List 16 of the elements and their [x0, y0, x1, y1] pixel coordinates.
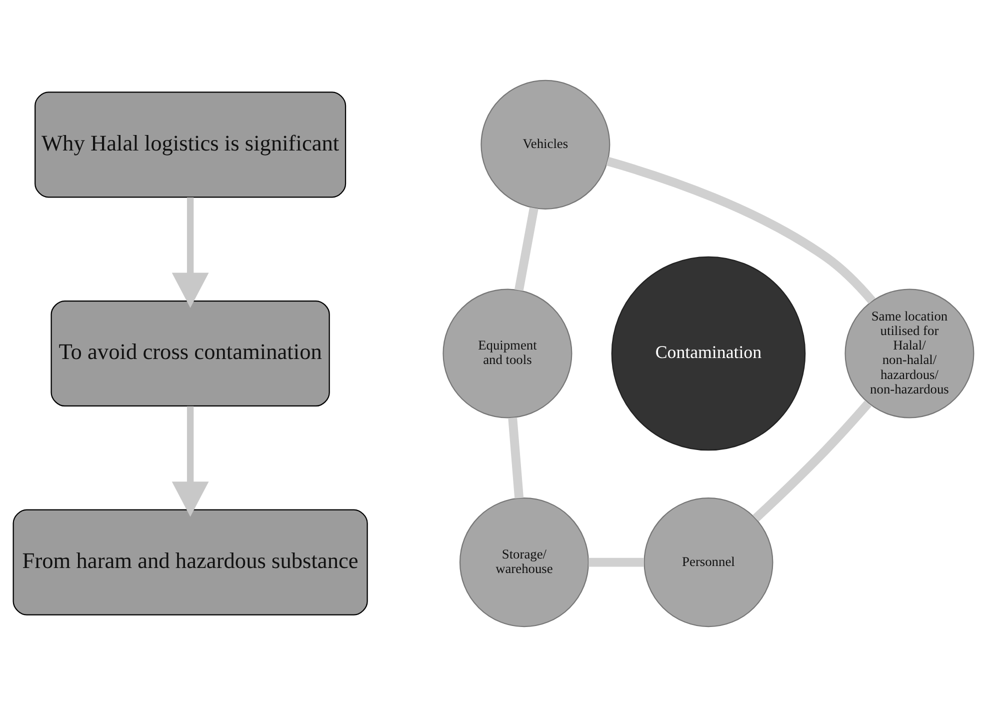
- connector: [752, 400, 872, 522]
- node-circle: Same location utilised for Halal/ non-halal/ hazardous/ non-hazardous: [844, 288, 974, 418]
- node-box: Why Halal logistics is significant: [34, 91, 346, 198]
- connector: [606, 156, 876, 304]
- node-box: To avoid cross contamination: [50, 300, 330, 406]
- arrow: [172, 196, 209, 308]
- node-box: From haram and hazardous substance: [12, 508, 368, 615]
- node-circle: Storage/ warehouse: [459, 497, 589, 627]
- node-circle: Personnel: [644, 497, 774, 627]
- arrow: [172, 406, 209, 516]
- node-circle: Equipment and tools: [442, 288, 572, 418]
- node-circle: Vehicles: [480, 79, 610, 209]
- connector: [514, 206, 538, 291]
- connector: [508, 416, 524, 498]
- connector: [588, 557, 644, 566]
- node-circle: Contamination: [611, 256, 806, 450]
